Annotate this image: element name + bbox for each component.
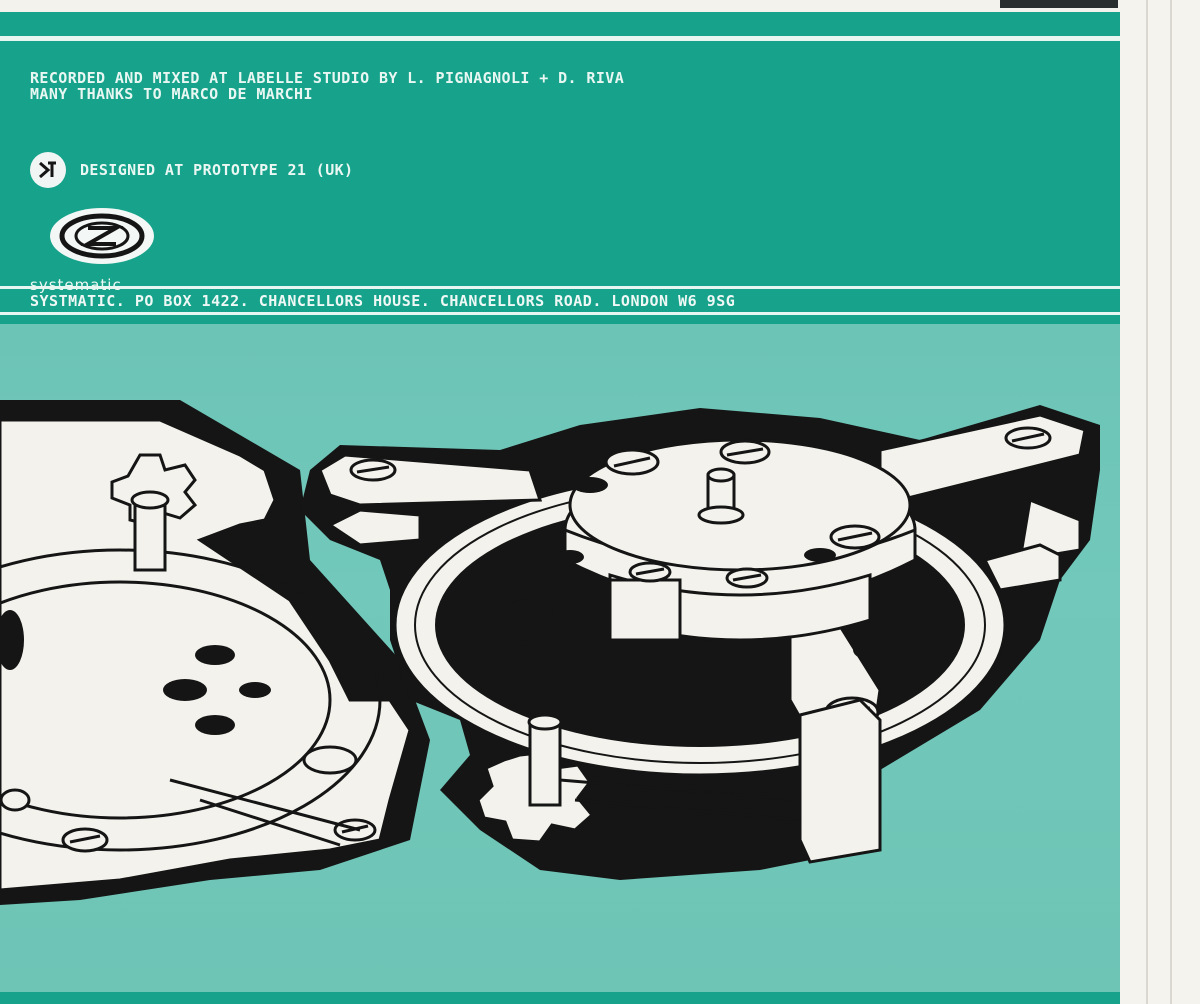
systematic-logo-icon [50, 208, 154, 264]
left-mechanism [0, 400, 430, 905]
designer-label: DESIGNED AT PROTOTYPE 21 (UK) [80, 161, 354, 179]
clockwork-mechanism-illustration: .o { fill:#151515; } .w { fill:#f3f2ec; … [0, 400, 1100, 905]
credits-line-2: MANY THANKS TO MARCO DE MARCHI [30, 85, 313, 103]
address-rule-bottom [0, 312, 1120, 315]
logo-wordmark: systematic [30, 276, 122, 294]
address-rule-top [0, 286, 1120, 289]
jewel-case-spine [1118, 0, 1200, 1004]
credits-line-1: RECORDED AND MIXED AT LABELLE STUDIO BY … [30, 69, 625, 87]
case-edge [1000, 0, 1200, 8]
right-mechanism [300, 405, 1100, 880]
designer-credit: DESIGNED AT PROTOTYPE 21 (UK) [30, 152, 354, 188]
case-ridge [1170, 0, 1172, 1004]
label-address: SYSTMATIC. PO BOX 1422. CHANCELLORS HOUS… [30, 292, 736, 310]
credits-text: RECORDED AND MIXED AT LABELLE STUDIO BY … [30, 70, 624, 102]
prototype21-logo-icon [30, 152, 66, 188]
case-ridge [1146, 0, 1148, 1004]
top-rule [0, 36, 1120, 41]
